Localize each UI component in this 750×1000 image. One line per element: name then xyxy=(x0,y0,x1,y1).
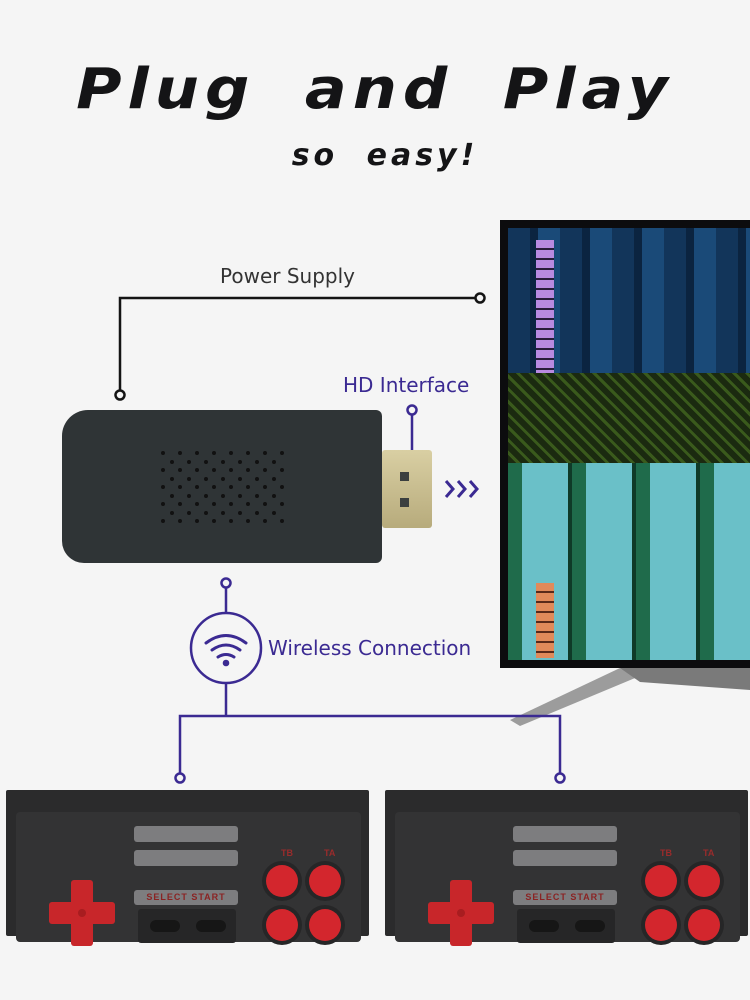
dpad-center xyxy=(457,909,465,917)
ta-label: TA xyxy=(703,848,715,858)
a-button[interactable] xyxy=(688,909,720,941)
ta-button[interactable] xyxy=(309,865,341,897)
a-button[interactable] xyxy=(309,909,341,941)
b-button[interactable] xyxy=(266,909,298,941)
select-button[interactable] xyxy=(529,920,559,932)
page-title: Plug and Play xyxy=(76,55,674,122)
tb-label: TB xyxy=(281,848,293,858)
b-button[interactable] xyxy=(645,909,677,941)
wireless-connection-label: Wireless Connection xyxy=(268,636,472,660)
tb-label: TB xyxy=(660,848,672,858)
stripe xyxy=(134,850,238,866)
select-button[interactable] xyxy=(150,920,180,932)
hd-line xyxy=(406,404,418,450)
game-screen xyxy=(508,228,750,660)
select-start-well xyxy=(138,909,236,943)
gamepad-1: SELECT START TB TA xyxy=(6,790,369,946)
gamepad-2: SELECT START TB TA xyxy=(385,790,748,946)
stripe xyxy=(134,826,238,842)
hdmi-connector xyxy=(382,450,432,528)
start-button[interactable] xyxy=(575,920,605,932)
start-button[interactable] xyxy=(196,920,226,932)
chevrons-right-icon xyxy=(444,480,479,498)
wireless-line xyxy=(174,577,566,784)
wifi-icon xyxy=(204,634,248,667)
ta-button[interactable] xyxy=(688,865,720,897)
speaker-grille xyxy=(161,451,284,523)
hdmi-stick xyxy=(62,410,382,563)
select-start-well xyxy=(517,909,615,943)
stripe xyxy=(513,826,617,842)
gamepad-face: SELECT START TB TA xyxy=(16,812,361,946)
hd-interface-label: HD Interface xyxy=(343,373,470,397)
select-start-label: SELECT START xyxy=(513,890,617,905)
page-subtitle: so easy! xyxy=(291,138,479,173)
power-supply-label: Power Supply xyxy=(220,264,355,288)
stripe xyxy=(513,850,617,866)
tv-display xyxy=(500,220,750,668)
power-line xyxy=(114,292,486,401)
tb-button[interactable] xyxy=(645,865,677,897)
select-start-label: SELECT START xyxy=(134,890,238,905)
ta-label: TA xyxy=(324,848,336,858)
tb-button[interactable] xyxy=(266,865,298,897)
gamepad-face: SELECT START TB TA xyxy=(395,812,740,946)
dpad-center xyxy=(78,909,86,917)
